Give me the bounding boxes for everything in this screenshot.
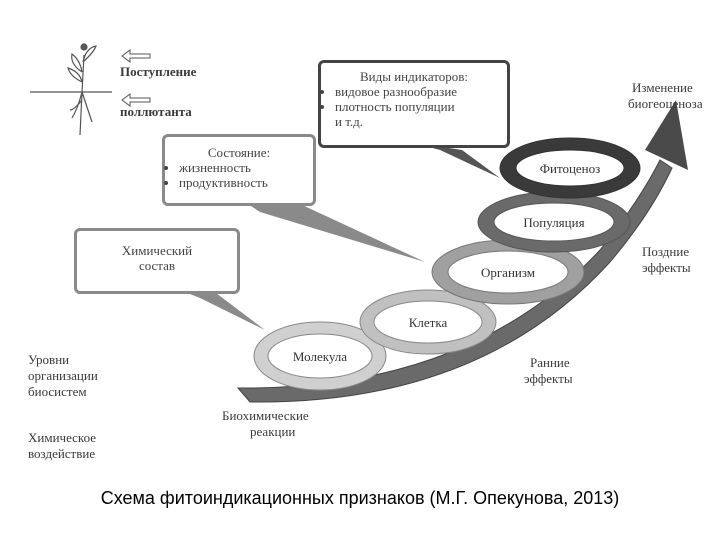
ring-molecule <box>253 321 387 391</box>
late-effects-line1: Поздние <box>642 244 690 259</box>
ring-cell <box>359 289 497 355</box>
ring-label-molecule: Молекула <box>292 349 348 364</box>
chem-impact-line1: Химическое <box>28 430 97 445</box>
levels-line3: биосистем <box>28 384 87 399</box>
ring-phytocenosis <box>499 137 641 199</box>
state-box: Состояние: жизненность продуктивность <box>162 134 316 206</box>
state-list: жизненность продуктивность <box>165 160 313 190</box>
ring-organism <box>431 239 585 305</box>
figure-caption: Схема фитоиндикационных признаков (М.Г. … <box>100 488 620 508</box>
ring-label-phytocenosis: Фитоценоз <box>539 161 601 176</box>
indicators-box: Виды индикаторов: видовое разнообразие п… <box>318 60 510 148</box>
biogeocenosis-change-line1: Изменение <box>632 80 693 95</box>
late-effects-line2: эффекты <box>642 260 691 275</box>
chem-impact-line2: воздействие <box>28 446 96 461</box>
ring-population <box>477 191 631 253</box>
indicators-list: видовое разнообразие плотность популяции… <box>321 84 507 129</box>
plant-icon <box>30 43 112 136</box>
progress-arrow-head <box>645 100 688 170</box>
biochem-line1: Биохимические <box>222 408 309 423</box>
ring-label-cell: Клетка <box>408 315 448 330</box>
biochem-line2: реакции <box>250 424 296 439</box>
indicator-item-cont: и т.д. <box>335 114 364 129</box>
levels-line1: Уровни <box>28 352 70 367</box>
early-effects-line1: Ранние <box>530 355 570 370</box>
state-callout-tail <box>245 202 425 262</box>
chemical-box: Химический состав <box>74 228 240 294</box>
state-item: продуктивность <box>179 175 313 190</box>
chemical-title-line2: состав <box>138 258 176 273</box>
indicator-item: видовое разнообразие <box>335 84 507 99</box>
state-title: Состояние: <box>207 145 271 160</box>
pollutant-arrows <box>121 49 151 107</box>
pollutant-line1: Поступление <box>120 64 197 79</box>
pollutant-line2: поллютанта <box>120 104 192 119</box>
early-effects-line2: эффекты <box>524 371 573 386</box>
ring-label-organism: Организм <box>480 265 536 280</box>
state-item: жизненность <box>179 160 313 175</box>
indicator-item: плотность популяции <box>335 99 507 114</box>
levels-line2: организации <box>28 368 98 383</box>
chemical-title-line1: Химический <box>121 243 193 258</box>
ring-label-population: Популяция <box>523 215 585 230</box>
biogeocenosis-change-line2: биогеоценоза <box>628 96 703 111</box>
indicators-callout-tail <box>410 142 500 178</box>
indicators-title: Виды индикаторов: <box>359 69 469 84</box>
chemical-callout-tail <box>180 290 265 330</box>
